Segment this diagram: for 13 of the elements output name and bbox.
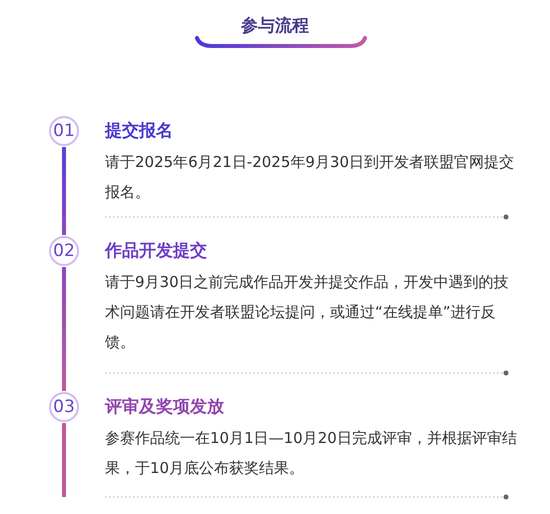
timeline-line <box>62 147 66 235</box>
step-heading: 评审及奖项发放 <box>105 396 224 418</box>
step-number-circle: 03 <box>49 392 79 422</box>
timeline-line <box>62 267 66 391</box>
step-heading: 作品开发提交 <box>105 240 207 262</box>
step-description: 请于2025年6月21日-2025年9月30日到开发者联盟官网提交报名。 <box>105 152 516 203</box>
section-title: 参与流程 <box>240 15 310 37</box>
step-description: 请于9月30日之前完成作品开发并提交作品，开发中遇到的技术问题请在开发者联盟论坛提问，或通过“在线提单”进行反馈。 <box>105 272 510 353</box>
step-number-circle: 02 <box>49 236 79 266</box>
step-number-circle: 01 <box>49 116 79 146</box>
timeline-line <box>62 423 66 497</box>
step-heading: 提交报名 <box>105 120 173 142</box>
step-description: 参赛作品统一在10月1日—10月20日完成评审，并根据评审结果，于10月底公布获奖结果。 <box>105 428 518 479</box>
